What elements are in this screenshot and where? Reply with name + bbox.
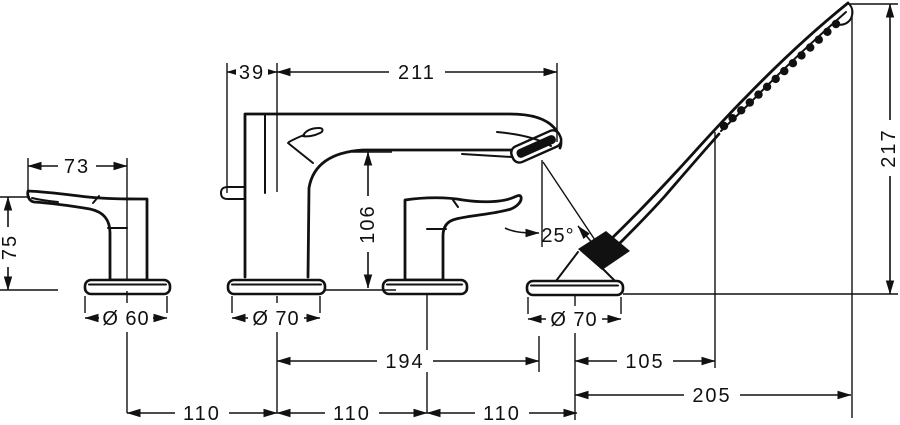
dim-label-110c: 110 xyxy=(483,403,521,425)
handshower-outer-edge xyxy=(607,1,850,243)
dim-label-25deg: 25° xyxy=(541,225,574,247)
dim-left-base-diameter: Ø 60 xyxy=(84,307,168,330)
ext-d60-edges xyxy=(84,296,168,313)
dim-left-handle-height: 75 xyxy=(0,196,21,291)
angle-reference-axis xyxy=(542,161,604,253)
spout-underside-inner xyxy=(461,153,513,158)
dim-shower-reach: 205 xyxy=(574,384,852,407)
holder-cone-left xyxy=(555,251,579,282)
dim-label-73: 73 xyxy=(64,156,90,178)
dim-shower-base-diameter: Ø 70 xyxy=(527,308,622,331)
dim-spout-reach: 211 xyxy=(276,61,558,84)
dim-spout-rear-offset: 39 xyxy=(226,61,278,84)
spout-flag-detail xyxy=(301,126,324,138)
left-handle xyxy=(26,189,172,296)
dim-label-110a: 110 xyxy=(183,403,221,425)
spout-rear-tab xyxy=(219,186,246,200)
spout xyxy=(219,112,563,296)
holder-cone-right xyxy=(602,268,616,282)
dim-spout-base-diameter: Ø 70 xyxy=(231,307,321,330)
right-base-plate xyxy=(381,278,469,296)
dim-label-110b: 110 xyxy=(333,403,371,425)
handshower-tip-cap xyxy=(835,2,854,26)
dim-label-105: 105 xyxy=(625,351,664,373)
dim-label-211: 211 xyxy=(398,62,436,84)
dim-handshower-height: 217 xyxy=(877,3,900,295)
handshower-grip-edge xyxy=(616,132,721,247)
dim-handshower-angle: 25° xyxy=(504,225,595,247)
right-handle-outline xyxy=(403,194,523,282)
dim-hole-pitch-1: 110 xyxy=(126,402,278,425)
handshower-nozzle-beads xyxy=(719,19,841,131)
dim-label-d70-shower: Ø 70 xyxy=(550,309,597,331)
spout-flag-leader xyxy=(288,134,305,143)
left-handle-mouth-line xyxy=(31,197,59,203)
spout-outline xyxy=(243,112,563,279)
dim-label-194: 194 xyxy=(385,351,424,373)
right-handle xyxy=(381,194,523,296)
extension-lines xyxy=(0,3,898,420)
handshower xyxy=(525,1,854,297)
dim-label-d70-spout: Ø 70 xyxy=(252,308,299,330)
right-handle-notch xyxy=(452,199,459,208)
spout-underside xyxy=(306,148,514,279)
dim-left-handle-reach: 73 xyxy=(27,155,128,178)
left-handle-notch xyxy=(92,195,100,204)
shower-base-plate xyxy=(525,279,625,297)
dim-shower-to-hose: 105 xyxy=(574,350,716,373)
aerator-face xyxy=(516,135,556,158)
dim-label-205: 205 xyxy=(692,385,731,407)
dim-label-39: 39 xyxy=(239,62,265,84)
dim-label-106: 106 xyxy=(357,204,379,243)
dim-spout-to-shower: 194 xyxy=(276,350,540,373)
left-handle-outline xyxy=(26,189,149,282)
dim-label-75: 75 xyxy=(0,234,21,260)
dim-hole-pitch-3: 110 xyxy=(426,402,578,425)
holder-collar xyxy=(578,231,630,270)
ext-d70b-edges xyxy=(527,297,622,314)
dim-label-217: 217 xyxy=(878,128,900,167)
dim-label-d60: Ø 60 xyxy=(102,308,149,330)
spout-tip-curve xyxy=(496,131,552,147)
dim-spout-outlet-height: 106 xyxy=(356,151,379,289)
ext-d70a-edges xyxy=(231,296,321,313)
spout-seam-line xyxy=(287,142,314,164)
spout-base-plate xyxy=(226,278,327,296)
aerator xyxy=(510,129,563,164)
dim-hole-pitch-2: 110 xyxy=(276,402,428,425)
